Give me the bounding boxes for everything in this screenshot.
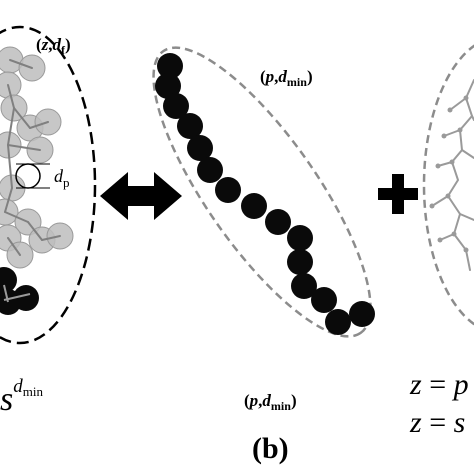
black-backbone-particles-b bbox=[155, 53, 375, 335]
gray-primary-particles bbox=[0, 46, 74, 269]
backbone-particle bbox=[325, 309, 351, 335]
equation-2: z = s bbox=[409, 406, 465, 439]
panel-c-skeleton bbox=[422, 44, 474, 326]
panel-b-caption: (b) bbox=[252, 432, 289, 465]
highlighted-primary-particle bbox=[15, 163, 41, 189]
aggregate-boundary-ellipse bbox=[0, 25, 97, 345]
backbone-particle bbox=[311, 287, 337, 313]
backbone-particle bbox=[265, 209, 291, 235]
backbone-particle bbox=[187, 135, 213, 161]
backbone-skeleton-line bbox=[3, 293, 31, 301]
backbone-particle bbox=[177, 113, 203, 139]
backbone-particle bbox=[349, 301, 375, 327]
backbone-particle bbox=[157, 53, 183, 79]
double-headed-arrow-icon bbox=[100, 172, 182, 220]
backbone-particle bbox=[197, 157, 223, 183]
backbone-particle bbox=[287, 225, 313, 251]
skeleton-boundary-ellipse bbox=[422, 44, 474, 326]
particle-diameter-label: dp bbox=[54, 166, 70, 190]
backbone-label: (p,dmin) bbox=[260, 67, 313, 89]
particle-diameter-marker bbox=[15, 163, 50, 189]
backbone-particle bbox=[13, 285, 39, 311]
backbone-particle bbox=[287, 249, 313, 275]
panel-a-bottom-label: sdmin bbox=[0, 376, 43, 418]
backbone-skeleton-line bbox=[3, 284, 9, 303]
branch-nodes bbox=[429, 95, 469, 253]
backbone-particle bbox=[163, 93, 189, 119]
panel-b-bottom-label: (p,dmin) bbox=[244, 391, 297, 413]
panel-a-aggregate bbox=[0, 25, 97, 345]
aggregate-label: (z,df) bbox=[36, 35, 71, 57]
plus-icon bbox=[378, 174, 418, 214]
panel-b-backbone bbox=[152, 46, 375, 338]
backbone-particle bbox=[241, 193, 267, 219]
aggregate-skeleton-lines bbox=[4, 59, 61, 256]
backbone-particle bbox=[291, 273, 317, 299]
backbone-particle bbox=[155, 73, 181, 99]
equation-1: z = p bbox=[409, 368, 469, 401]
backbone-boundary-ellipse bbox=[152, 46, 372, 338]
backbone-particle bbox=[215, 177, 241, 203]
